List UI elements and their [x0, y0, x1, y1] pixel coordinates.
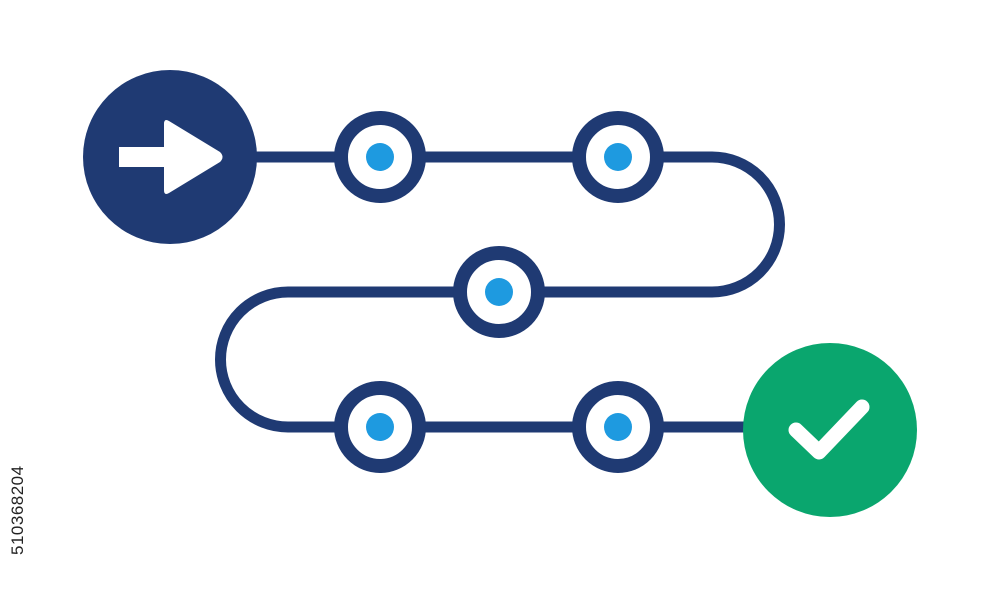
milestone-node-2: [572, 111, 664, 203]
milestone-dot: [366, 413, 394, 441]
milestone-dot: [604, 413, 632, 441]
milestone-dot: [366, 143, 394, 171]
milestone-dot: [485, 278, 513, 306]
stock-image-id: 510368204: [8, 465, 27, 555]
milestone-dot: [604, 143, 632, 171]
checkmark-icon: [788, 399, 870, 460]
milestone-node-1: [334, 111, 426, 203]
arrow-right-icon: [119, 120, 223, 194]
milestone-node-3: [453, 246, 545, 338]
milestone-node-4: [334, 381, 426, 473]
start-node: [83, 70, 257, 244]
finish-node: [743, 343, 917, 517]
milestone-node-5: [572, 381, 664, 473]
